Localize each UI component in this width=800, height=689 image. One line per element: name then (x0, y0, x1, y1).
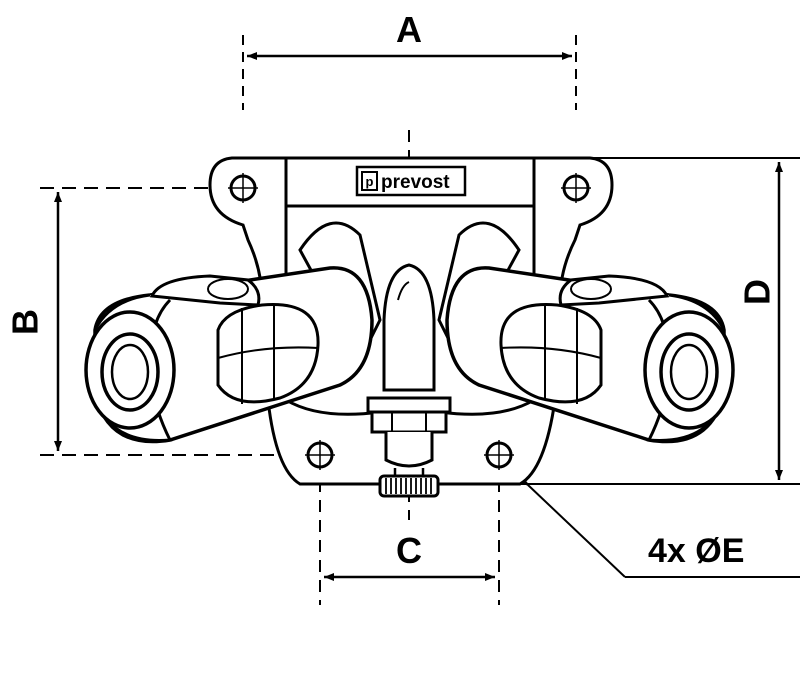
coupling-left (84, 266, 374, 444)
dimension-label-e: 4x ØE (648, 532, 744, 570)
logo-mark-box (361, 171, 378, 191)
drain-bulb (382, 263, 436, 392)
dimension-label-d: D (737, 279, 778, 305)
coupling-right-grip (499, 303, 603, 404)
leader-diagonal (527, 484, 626, 578)
brand-logo: p prevost (355, 165, 467, 197)
drain-stem (384, 432, 434, 468)
drain-nut-top (366, 396, 452, 414)
drain-knob (378, 474, 440, 498)
drain-valve (366, 263, 452, 498)
dimension-label-c: C (396, 530, 422, 571)
dimension-b (40, 187, 300, 456)
dimension-label-a: A (396, 9, 422, 50)
logo-text: prevost (381, 172, 450, 193)
drain-nut (370, 410, 448, 434)
coupling-right (445, 266, 735, 444)
dimension-label-b: B (5, 309, 46, 335)
hole-crosshairs (228, 173, 591, 470)
logo-mark: p (366, 174, 374, 189)
dimension-a (242, 35, 577, 110)
coupling-left-grip (216, 303, 320, 404)
drain-knob-knurl (385, 478, 432, 494)
